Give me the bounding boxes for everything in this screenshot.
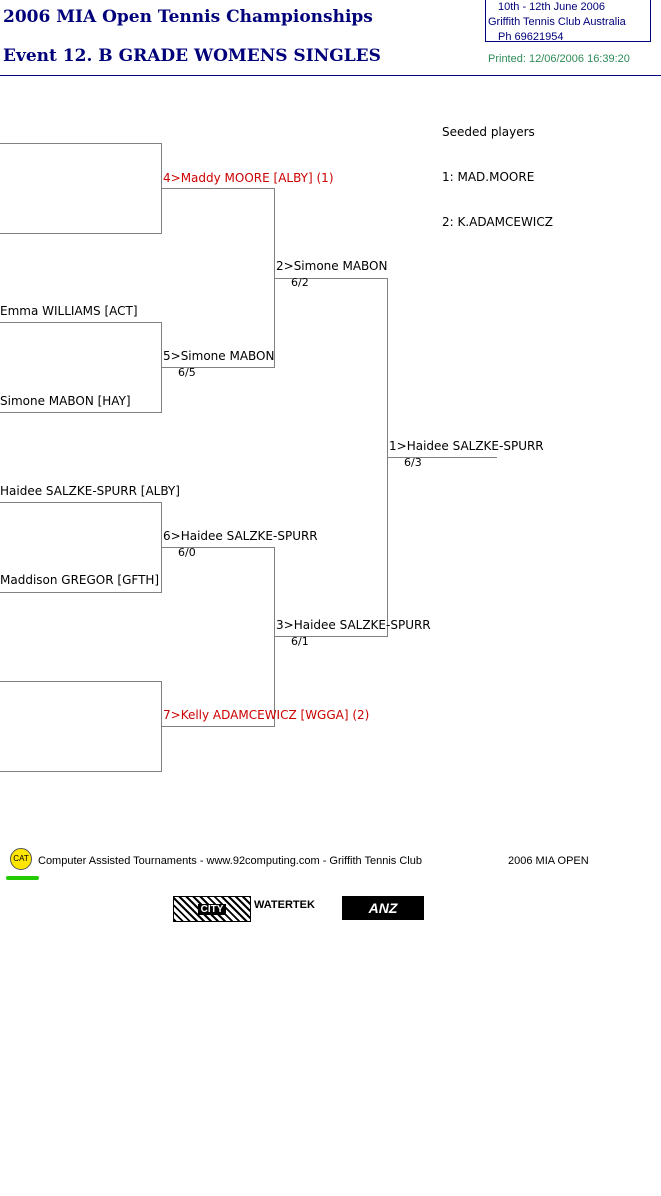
tournament-info-box: 10th - 12th June 2006 Griffith Tennis Cl… xyxy=(485,0,651,43)
city-sponsor-logo: CITY xyxy=(173,896,251,922)
header-divider xyxy=(0,75,661,76)
r2-winner-3: 6>Haidee SALZKE-SPURR xyxy=(163,529,318,543)
r3-winner-2: 3>Haidee SALZKE-SPURR xyxy=(276,618,431,632)
tournament-phone: Ph 69621954 xyxy=(498,31,564,43)
seed-2: 2: K.ADAMCEWICZ xyxy=(442,215,553,229)
r3-line-2 xyxy=(274,636,388,637)
r1-line-1 xyxy=(0,143,162,144)
r1-player-6: Maddison GREGOR [GFTH] xyxy=(0,573,160,587)
r2-vline-b xyxy=(274,547,275,727)
watertek-sponsor-text: WATERTEK xyxy=(254,899,315,911)
cat-logo-underline xyxy=(6,876,39,880)
r2-line-4 xyxy=(161,726,275,727)
r1-line-4 xyxy=(0,412,162,413)
event-title: Event 12. B GRADE WOMENS SINGLES xyxy=(3,46,381,66)
cat-logo-icon: CAT xyxy=(10,848,32,870)
final-line xyxy=(387,457,497,458)
r2-line-3 xyxy=(161,547,275,548)
r2-score-2: 6/5 xyxy=(178,366,196,379)
r2-winner-1: 4>Maddy MOORE [ALBY] (1) xyxy=(163,171,334,185)
tournament-dates: 10th - 12th June 2006 xyxy=(498,1,606,13)
r1-player-4: Simone MABON [HAY] xyxy=(0,394,131,408)
r3-score-2: 6/1 xyxy=(291,635,309,648)
r1-line-3 xyxy=(0,322,162,323)
r2-score-3: 6/0 xyxy=(178,546,196,559)
r1-line-5 xyxy=(0,502,162,503)
r1-line-7 xyxy=(0,681,162,682)
r1-player-3: Emma WILLIAMS [ACT] xyxy=(0,304,138,318)
tournament-title: 2006 MIA Open Tennis Championships xyxy=(3,7,373,27)
seed-1: 1: MAD.MOORE xyxy=(442,170,535,184)
r1-line-2 xyxy=(0,233,162,234)
anz-sponsor-logo: ANZ xyxy=(342,896,424,920)
anz-sponsor-text: ANZ xyxy=(368,900,398,916)
champion-name: 1>Haidee SALZKE-SPURR xyxy=(389,439,544,453)
tournament-venue: Griffith Tennis Club Australia xyxy=(488,16,626,28)
r2-winner-4: 7>Kelly ADAMCEWICZ [WGGA] (2) xyxy=(163,708,370,722)
r2-line-1 xyxy=(161,188,275,189)
r1-line-6 xyxy=(0,592,162,593)
r1-player-5: Haidee SALZKE-SPURR [ALBY] xyxy=(0,484,180,498)
r3-winner-1: 2>Simone MABON xyxy=(276,259,388,273)
footer-credit: Computer Assisted Tournaments - www.92co… xyxy=(38,855,422,867)
r3-score-1: 6/2 xyxy=(291,276,309,289)
footer-event-name: 2006 MIA OPEN xyxy=(508,855,589,867)
final-score: 6/3 xyxy=(404,456,422,469)
seeded-heading: Seeded players xyxy=(442,125,535,139)
watertek-sponsor-logo: WATERTEK xyxy=(254,896,334,922)
r2-line-2 xyxy=(161,367,275,368)
r1-line-8 xyxy=(0,771,162,772)
printed-timestamp: Printed: 12/06/2006 16:39:20 xyxy=(488,53,630,65)
r3-line-1 xyxy=(274,278,388,279)
r2-winner-2: 5>Simone MABON xyxy=(163,349,275,363)
city-sponsor-text: CITY xyxy=(197,904,227,915)
